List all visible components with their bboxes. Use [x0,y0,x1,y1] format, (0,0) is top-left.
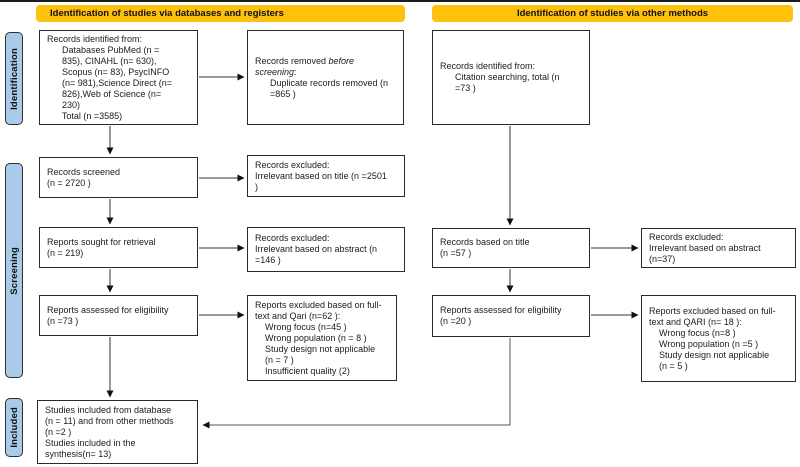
box-reports-excluded-fulltext-other-text: Reports excluded based on full- text and… [649,305,776,371]
box-reports-assessed-eligibility-db: Reports assessed for eligibility (n =73 … [39,295,198,336]
sidebar-screening: Screening [5,163,23,378]
box-records-excluded-title: Records excluded: Irrelevant based on ti… [247,155,405,197]
sidebar-included: Included [5,398,23,457]
box-reports-assessed-eligibility-db-text: Reports assessed for eligibility (n =73 … [47,304,169,326]
box-records-excluded-abstract-db-text: Records excluded: Irrelevant based on ab… [255,233,378,265]
box-records-excluded-abstract-other: Records excluded: Irrelevant based on ab… [641,228,796,268]
box-reports-assessed-eligibility-other-text: Reports assessed for eligibility (n =20 … [440,305,562,326]
box-reports-sought-retrieval-text: Reports sought for retrieval (n = 219) [47,236,156,258]
box-records-excluded-title-text: Records excluded: Irrelevant based on ti… [255,159,387,192]
box-reports-excluded-fulltext-db-text: Reports excluded based on full- text and… [255,299,382,376]
box-studies-included: Studies included from database (n = 11) … [37,400,198,464]
box-records-screened: Records screened (n = 2720 ) [39,157,198,198]
box-records-excluded-abstract-other-text: Records excluded: Irrelevant based on ab… [649,231,761,264]
box-studies-included-text: Studies included from database (n = 11) … [45,404,174,459]
sidebar-included-label: Included [8,407,20,448]
box-records-based-on-title-text: Records based on title (n =57 ) [440,237,530,258]
sidebar-identification-label: Identification [8,47,20,110]
box-records-identified-other: Records identified from: Citation search… [432,30,590,125]
box-reports-excluded-fulltext-db: Reports excluded based on full- text and… [247,295,397,381]
sidebar-identification: Identification [5,32,23,125]
box-records-removed-before-screening: Records removed before screening: Duplic… [247,30,404,125]
top-border-line [0,0,800,2]
box-records-identified-databases-text: Records identified from: Databases PubMe… [47,33,173,121]
banner-databases-registers: Identification of studies via databases … [36,5,405,22]
sidebar-screening-label: Screening [8,246,20,295]
banner-databases-registers-label: Identification of studies via databases … [50,8,284,19]
box-reports-excluded-fulltext-other: Reports excluded based on full- text and… [641,295,796,382]
box-records-screened-text: Records screened (n = 2720 ) [47,166,121,188]
banner-other-methods-label: Identification of studies via other meth… [516,8,709,19]
box-records-removed-before-screening-text: Records removed before screening: Duplic… [255,55,389,99]
box-reports-assessed-eligibility-other: Reports assessed for eligibility (n =20 … [432,295,590,337]
box-reports-sought-retrieval: Reports sought for retrieval (n = 219) [39,227,198,268]
box-records-identified-other-text: Records identified from: Citation search… [440,61,560,93]
banner-other-methods: Identification of studies via other meth… [432,5,793,22]
box-records-excluded-abstract-db: Records excluded: Irrelevant based on ab… [247,227,405,272]
box-records-identified-databases: Records identified from: Databases PubMe… [39,30,198,125]
box-records-based-on-title: Records based on title (n =57 ) [432,228,590,268]
